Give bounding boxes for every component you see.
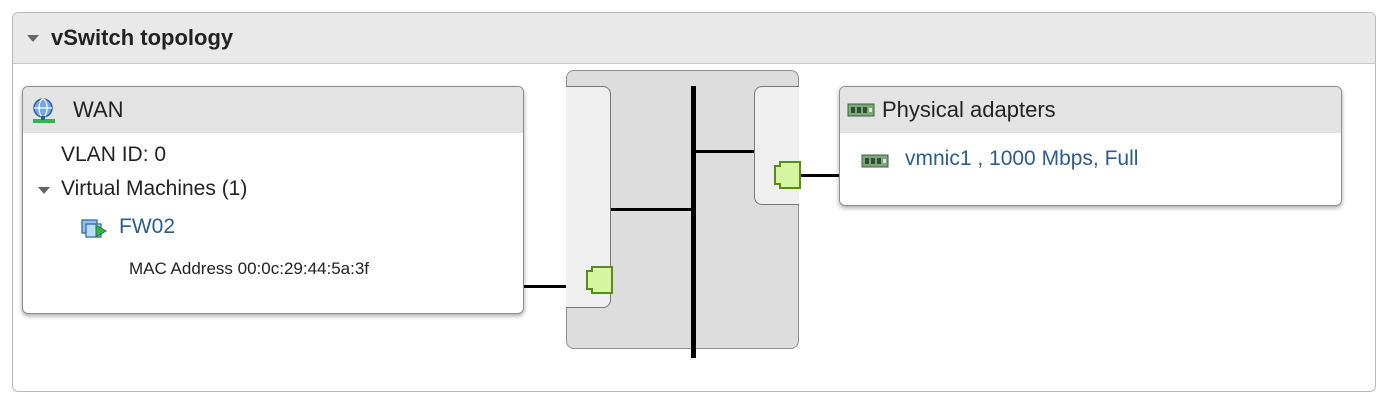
vm-link-fw02[interactable]: FW02 <box>119 215 176 238</box>
globe-network-icon <box>33 98 55 123</box>
caret-down-icon[interactable] <box>38 187 50 194</box>
vm-mac-address: MAC Address 00:0c:29:44:5a:3f <box>129 259 370 278</box>
panel-header[interactable]: vSwitch topology <box>13 13 1375 64</box>
virtual-machines-toggle[interactable]: Virtual Machines (1) <box>61 177 248 200</box>
port-icon[interactable] <box>584 265 614 295</box>
connection-line <box>524 285 568 288</box>
uplink-link <box>694 150 754 153</box>
physical-adapters-header: Physical adapters <box>840 87 1341 133</box>
network-card-icon <box>847 103 875 117</box>
caret-down-icon[interactable] <box>27 35 39 42</box>
adapter-link-vmnic1[interactable]: vmnic1 , 1000 Mbps, Full <box>905 147 1139 170</box>
physical-adapters-card: Physical adapters vmnic1 , 1000 Mbps, Fu… <box>839 86 1342 206</box>
port-group-name: WAN <box>73 97 124 122</box>
vswitch-bus <box>691 86 696 358</box>
vlan-id: VLAN ID: 0 <box>61 143 167 166</box>
port-group-header: WAN <box>23 87 523 133</box>
panel-title: vSwitch topology <box>51 25 234 50</box>
uplink-port-icon[interactable] <box>772 160 802 190</box>
uplink-to-adapter-line <box>799 174 840 177</box>
virtual-machine-icon <box>81 219 107 238</box>
port-group-link <box>611 208 693 211</box>
network-card-icon <box>861 154 889 168</box>
port-group-card: WAN VLAN ID: 0 Virtual Machines (1) FW02… <box>22 86 524 314</box>
physical-adapters-title: Physical adapters <box>882 97 1056 122</box>
